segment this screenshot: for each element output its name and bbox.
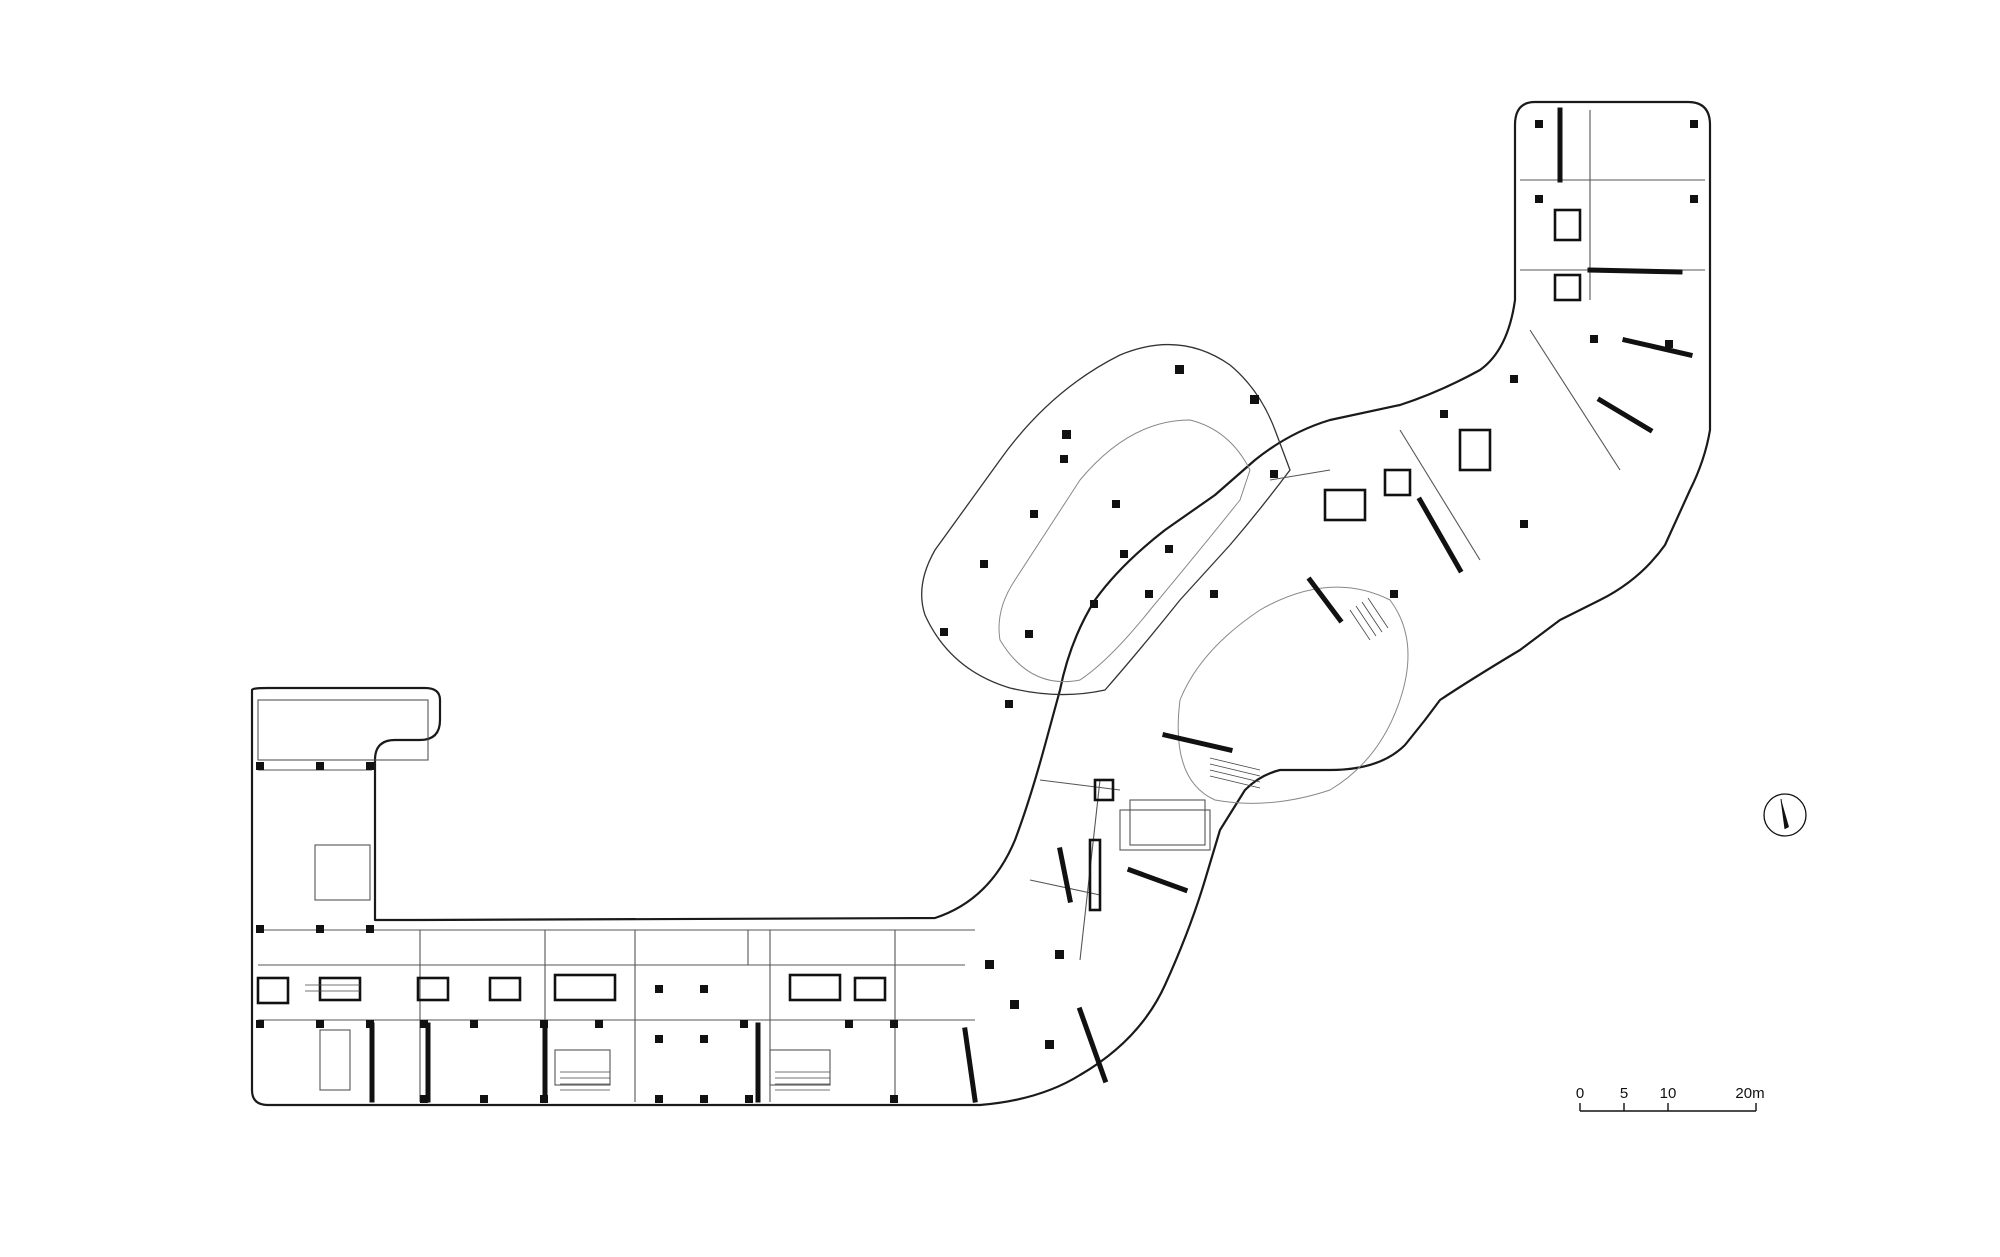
courtyard-loop-outline <box>1177 586 1409 804</box>
scale-tick-label-0: 0 <box>1576 1085 1584 1102</box>
north-arrow-icon <box>1763 793 1807 837</box>
building-outline <box>250 100 1712 1107</box>
link-zone-interior <box>1029 732 1261 1084</box>
west-wing-interior <box>256 699 978 1103</box>
atrium-canopy-outline <box>921 344 1291 696</box>
structural-columns <box>256 120 1698 1103</box>
scale-tick-label-5: 5 <box>1620 1085 1628 1102</box>
scale-bar: 0 5 10 20m <box>1576 1085 1765 1112</box>
scale-tick-label-20m: 20m <box>1735 1085 1764 1102</box>
atrium-inner-outline <box>998 419 1251 683</box>
east-wing-interior <box>1269 107 1705 641</box>
west-wing-outline <box>250 100 1712 1107</box>
scale-bar-line <box>1579 1103 1757 1112</box>
scale-tick-label-10: 10 <box>1660 1085 1677 1102</box>
